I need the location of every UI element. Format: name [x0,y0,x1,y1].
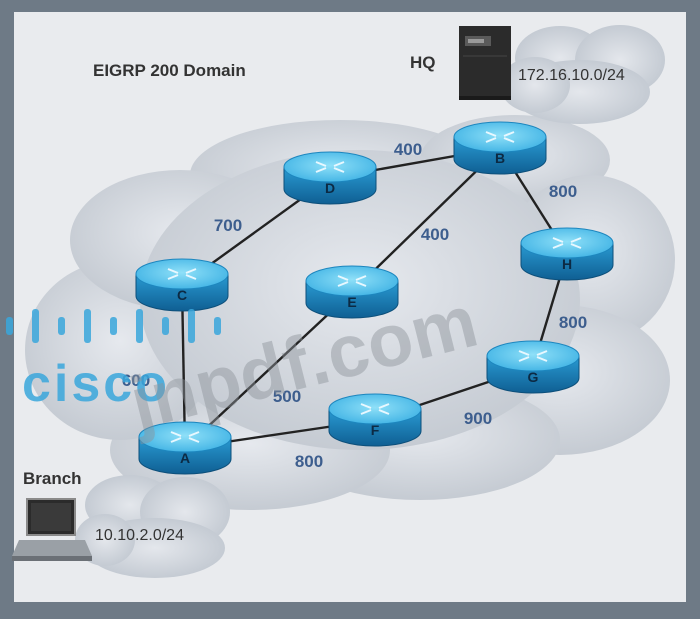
cisco-bar [84,309,91,343]
router-arrows-icon [170,431,200,443]
router-label: D [325,180,335,196]
router-arrows-icon [315,161,345,173]
router-b[interactable]: B [453,121,547,175]
router-arrows-icon [167,268,197,280]
router-g[interactable]: G [486,340,580,394]
cisco-bar [188,309,195,343]
hq-label: HQ [410,53,436,72]
metric-label-b-e: 400 [421,225,449,244]
metric-label-a-e: 500 [273,387,301,406]
branch-cloud [75,475,230,578]
cisco-bar [58,317,65,335]
router-arrows-icon [518,350,548,362]
router-arrows-icon [485,131,515,143]
metric-label-a-f: 800 [295,452,323,471]
router-top [328,393,422,425]
metric-label-f-g: 900 [464,409,492,428]
metric-label-d-b: 400 [394,140,422,159]
router-h[interactable]: H [520,227,614,281]
hq-server-icon [459,26,511,100]
link-a-c [180,284,187,449]
watermark-brand: cisco [22,355,170,413]
cisco-bar [136,309,143,343]
router-label: C [177,287,187,303]
router-top [486,340,580,372]
router-top [135,258,229,290]
router-top [305,265,399,297]
metric-label-h-g: 800 [559,313,587,332]
cisco-bar [6,317,13,335]
router-top [138,421,232,453]
link-a-e [184,291,353,449]
router-label: F [371,422,380,438]
metric-label-b-h: 800 [549,182,577,201]
router-e[interactable]: E [305,265,399,319]
router-arrows-icon [552,237,582,249]
router-arrows-icon [337,275,367,287]
router-c[interactable]: C [135,258,229,312]
metric-label-c-d: 700 [214,216,242,235]
routers-layer: A B C D E F G H [135,121,614,475]
router-top [520,227,614,259]
router-arrows-icon [360,403,390,415]
branch-network: 10.10.2.0/24 [95,527,184,544]
hq-network: 172.16.10.0/24 [518,67,625,84]
cisco-bar [162,317,169,335]
branch-laptop-icon [12,498,92,561]
router-label: G [528,369,539,385]
cisco-bar [110,317,117,335]
router-a[interactable]: A [138,421,232,475]
router-label: H [562,256,572,272]
hq-cloud [500,25,665,124]
cisco-bar [32,309,39,343]
metrics-layer: 400 700 400 800 800 600 500 800 900 [122,140,587,471]
router-top [453,121,547,153]
router-label: A [180,450,190,466]
router-top [283,151,377,183]
cisco-watermark: cisco [6,309,221,413]
branch-label: Branch [23,469,82,488]
router-f[interactable]: F [328,393,422,447]
metric-label-a-c: 600 [122,371,150,390]
cisco-bar [214,317,221,335]
router-label: E [347,294,356,310]
router-label: B [495,150,505,166]
diagram-title: EIGRP 200 Domain [93,61,246,80]
router-d[interactable]: D [283,151,377,205]
